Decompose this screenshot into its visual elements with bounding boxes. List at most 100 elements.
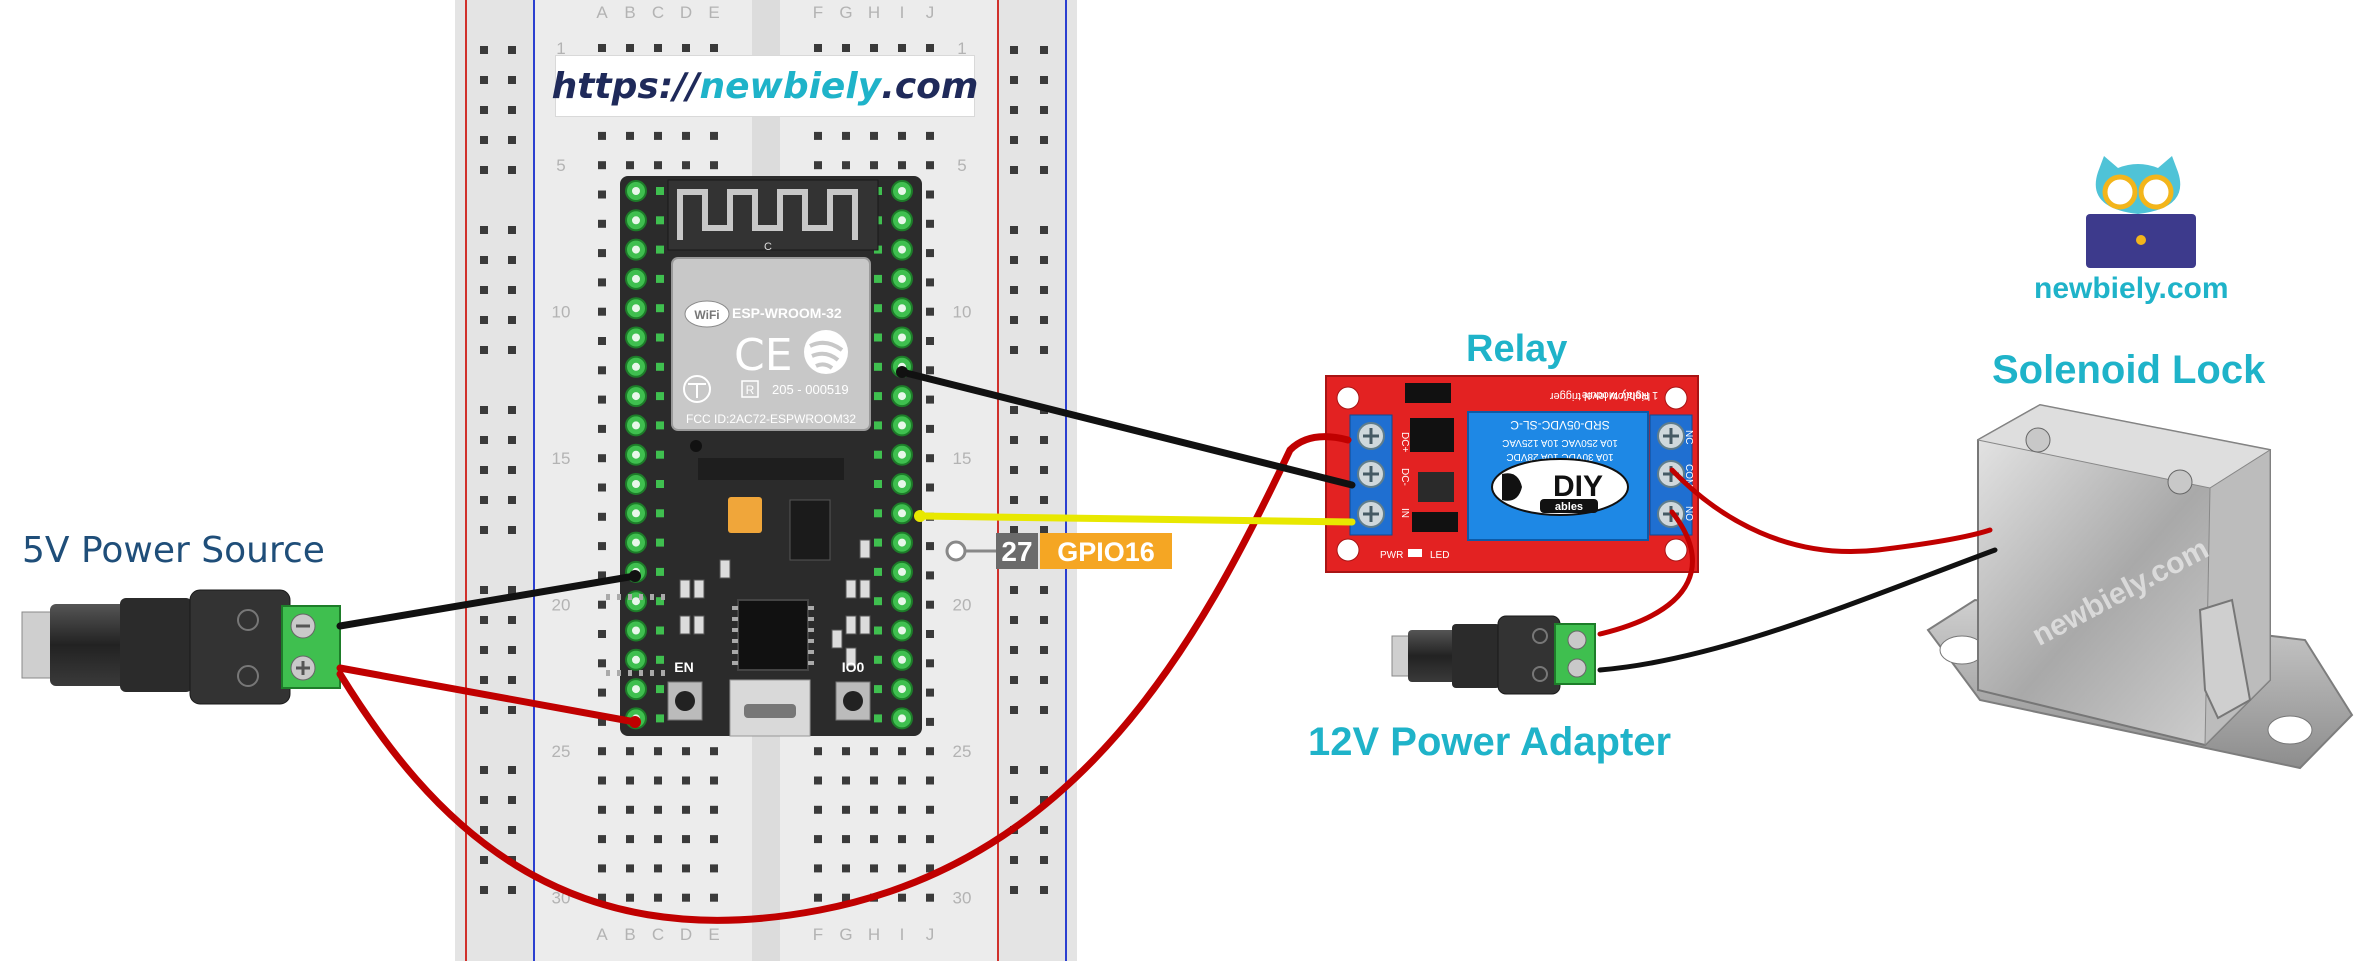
chip-pin — [808, 639, 814, 643]
esp32-pin-hole — [898, 567, 906, 576]
wire-end — [629, 570, 641, 582]
power-rail-hole — [1010, 766, 1018, 774]
optocoupler — [1410, 418, 1454, 452]
power-rail-hole — [1040, 586, 1048, 594]
owl-eye-right — [2138, 174, 2174, 210]
voltage-regulator — [789, 499, 831, 561]
breadboard-hole — [598, 366, 606, 375]
power-rail-hole — [480, 46, 488, 54]
chip-pin — [617, 594, 621, 600]
breadboard-hole — [814, 835, 822, 844]
wire-adapter-gnd-to-lock — [1597, 547, 1998, 673]
power-rail-hole — [508, 706, 516, 714]
breadboard-hole — [926, 454, 934, 463]
power-rail-hole — [1040, 676, 1048, 684]
smd-part — [831, 629, 843, 649]
esp32-pin-hole — [898, 333, 906, 342]
esp32-pin-pad — [874, 333, 882, 342]
breadboard-hole — [926, 805, 934, 814]
power-rail-hole — [1040, 856, 1048, 864]
esp32-pin-pad — [874, 714, 882, 723]
breadboard-column-letter: A — [596, 925, 608, 944]
breadboard-hole — [926, 659, 934, 668]
esp32-board: C WiFi ESP-WROOM-32 CE R 205 - 000519 FC… — [606, 176, 922, 737]
input-terminal-screws — [1357, 422, 1385, 528]
breadboard-hole — [598, 864, 606, 873]
en-button[interactable] — [667, 681, 703, 721]
power-rail-hole — [1010, 226, 1018, 234]
power-rail-hole — [480, 796, 488, 804]
power-rail-hole — [1010, 706, 1018, 714]
power-rail-hole — [480, 886, 488, 894]
esp32-pin-pad — [656, 333, 664, 342]
breadboard-hole — [814, 805, 822, 814]
breadboard-hole — [598, 190, 606, 199]
esp32-pin-pad — [874, 685, 882, 694]
pin-name-badge — [1040, 533, 1172, 569]
esp32-pin-pad — [656, 480, 664, 488]
antenna-trace — [677, 189, 858, 240]
power-rail-hole — [480, 856, 488, 864]
esp32-pin-pad — [874, 567, 882, 576]
breadboard-hole — [870, 864, 878, 873]
pin-dc-minus: DC- — [1399, 468, 1410, 486]
breadboard-hole — [598, 893, 606, 902]
breadboard-column-letter: B — [624, 3, 635, 22]
relay-rating-2: 10A 30VDC 10A 28VDC — [1506, 451, 1613, 462]
power-rail-hole — [480, 256, 488, 264]
power-rail-hole — [1040, 316, 1048, 324]
power-rail-hole — [1010, 436, 1018, 444]
esp32-pin-hole — [632, 450, 640, 459]
fcc-id: FCC ID:2AC72-ESPWROOM32 — [686, 412, 856, 426]
power-rail-hole — [1040, 766, 1048, 774]
breadboard-hole — [598, 395, 606, 404]
usb-uart-chip — [737, 599, 809, 671]
breadboard-hole — [926, 337, 934, 345]
breadboard-column-letter: I — [900, 925, 905, 944]
breadboard-hole — [598, 688, 606, 697]
12v-dc-jack — [1391, 615, 1596, 695]
power-rail-hole — [1010, 166, 1018, 174]
esp32-pin-pad — [656, 245, 664, 254]
esp32-pin-hole — [632, 655, 640, 664]
pin-number: 27 — [1001, 536, 1032, 567]
power-rail-hole — [1010, 256, 1018, 264]
breadboard-hole — [814, 776, 822, 785]
power-rail-hole — [1040, 796, 1048, 804]
esp32-pin-pad — [656, 216, 664, 225]
breadboard-column-letter: F — [813, 3, 823, 22]
io0-button[interactable] — [835, 681, 871, 721]
power-adapter-label: 12V Power Adapter — [1308, 720, 1672, 764]
power-rail-hole — [1010, 586, 1018, 594]
power-rail-hole — [508, 766, 516, 774]
esp32-pin-hole — [898, 597, 906, 606]
breadboard-hole — [598, 717, 606, 726]
esp32-pin-pad — [874, 655, 882, 664]
breadboard-hole — [654, 893, 662, 902]
breadboard-hole — [626, 835, 634, 844]
wires — [336, 366, 1998, 924]
breadboard-hole — [842, 776, 850, 785]
esp32-pin-hole — [632, 245, 640, 254]
power-rail-hole — [508, 46, 516, 54]
chip-pin — [808, 606, 814, 610]
power-rail-hole — [480, 106, 488, 114]
breadboard-hole — [598, 454, 606, 463]
power-rail-hole — [480, 436, 488, 444]
esp32-pin-hole — [898, 626, 906, 635]
breadboard-hole — [598, 747, 606, 756]
power-rail-hole — [480, 526, 488, 534]
esp32-pin-pad — [874, 480, 882, 488]
esp32-pin-pad — [656, 714, 664, 723]
power-rail-hole — [480, 166, 488, 174]
trigger-jumper[interactable] — [1405, 383, 1451, 403]
breadboard-hole — [814, 747, 822, 756]
breadboard-hole — [682, 805, 690, 814]
breadboard-hole — [626, 747, 634, 756]
url-banner[interactable]: https://newbiely.com — [552, 55, 978, 117]
power-rail-hole — [1010, 136, 1018, 144]
esp32-pin-hole — [898, 450, 906, 459]
breadboard-hole — [814, 44, 822, 52]
